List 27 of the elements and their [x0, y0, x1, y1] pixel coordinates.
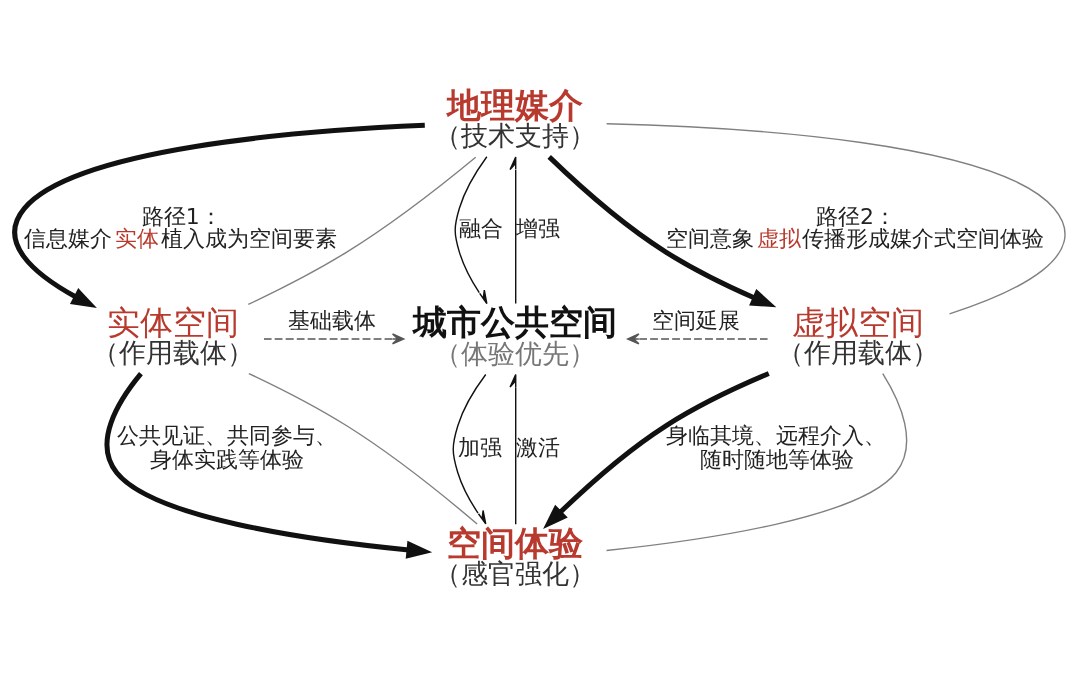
edge-label: 加强	[457, 434, 502, 460]
edge-label: 融合	[459, 215, 504, 241]
connector	[247, 156, 477, 305]
edge-label: 身临其境、远程介入、随时随地等体验	[665, 422, 886, 472]
edge-label: 公共见证、共同参与、身体实践等体验	[116, 422, 337, 472]
arrow	[627, 332, 769, 345]
arrow	[452, 373, 487, 525]
arrow	[454, 155, 488, 304]
edge-label: 路径1：信息媒介实体植入成为空间要素	[24, 203, 337, 251]
arrow	[12, 122, 425, 308]
edge-label: 激活	[515, 434, 560, 460]
arrow	[104, 371, 433, 559]
node-text: 虚拟空间 （作用载体）	[776, 303, 939, 368]
node-text: 实体空间 （作用载体）	[91, 303, 254, 368]
node-text: 城市公共空间 （体验优先）	[413, 301, 618, 369]
edge-label: 空间延展	[652, 307, 741, 333]
node-text: 空间体验 （感官强化）	[434, 522, 597, 589]
edge-label: 路径2：空间意象虚拟传播形成媒介式空间体验	[665, 203, 1045, 251]
edge-label: 基础载体	[288, 307, 377, 333]
arrow	[263, 332, 405, 345]
connector	[605, 372, 908, 551]
connector	[248, 372, 478, 525]
node-text: 地理媒介 （技术支持）	[434, 84, 597, 151]
arrow	[547, 154, 777, 307]
arrow	[543, 370, 770, 529]
connector	[605, 122, 1066, 315]
edge-label: 增强	[515, 215, 560, 241]
